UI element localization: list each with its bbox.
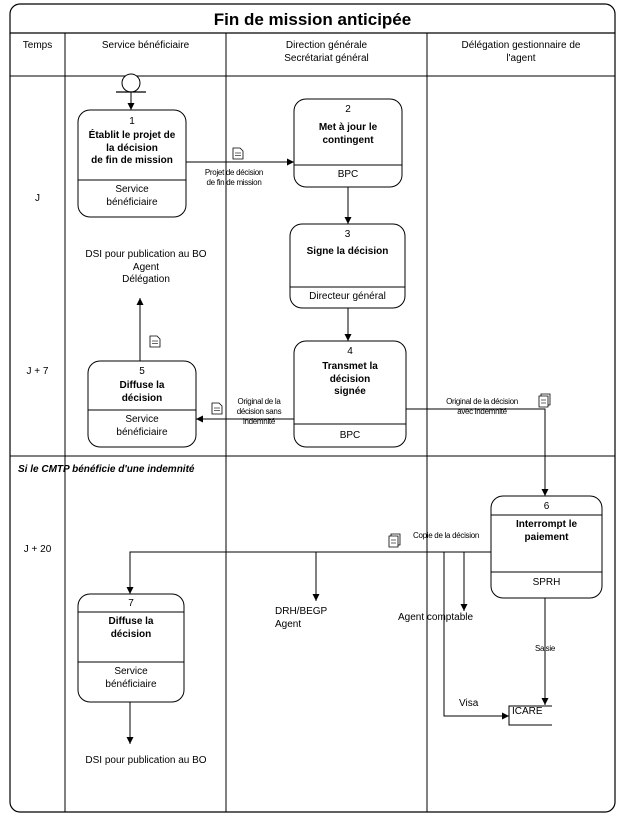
document-stack-icon: [388, 533, 401, 548]
step-5-label: Diffuse la décision: [88, 380, 196, 405]
step-7-line-1: Diffuse la: [108, 616, 154, 627]
column-header-delegation-line-1: Délégation gestionnaire de: [461, 40, 581, 51]
flow-label-projet-line-1: Projet de décision: [204, 168, 264, 177]
recipient-dsi-bo-2: DSI pour publication au BO: [85, 755, 207, 766]
step-1-actor: Service bénéficiaire: [78, 184, 186, 209]
column-header-direction-line-2: Secrétariat général: [284, 52, 369, 64]
step-4-number: 4: [347, 346, 353, 357]
step-5-line-2: décision: [121, 392, 163, 404]
recipient-agent: Agent: [132, 261, 160, 273]
step-7-box: [77, 593, 185, 703]
step-7-actor: Service bénéficiaire: [78, 666, 184, 691]
start-node: [121, 73, 141, 93]
step-5-number: 5: [139, 366, 145, 377]
document-stack-icon: [538, 393, 551, 408]
flow-label-original-avec-line-2: avec indemnité: [457, 407, 507, 416]
arrow-6-to-7: [126, 551, 491, 594]
step-5-actor: Service bénéficiaire: [88, 414, 196, 439]
flow-label-original-sans-line-1: Original de la: [237, 397, 281, 406]
step-1-label: Établit le projet de la décision de fin …: [78, 130, 186, 168]
step-3-actor: Directeur général: [309, 291, 386, 302]
step-4-line-2: décision: [329, 373, 371, 385]
step-7-line-2: décision: [110, 628, 152, 640]
step-1-box: [77, 109, 187, 218]
recipient-delegation: Délégation: [122, 274, 170, 285]
section-label: Si le CMTP bénéficie d'une indemnité: [18, 464, 195, 475]
step-2-label: Met à jour le contingent: [294, 122, 402, 147]
arrow-visa-to-icare: [443, 552, 509, 720]
step-3-label: Signe la décision: [306, 246, 389, 257]
step-1-line-3: de fin de mission: [91, 155, 173, 166]
column-header-temps: Temps: [22, 40, 53, 51]
step-4-actor: BPC: [339, 430, 361, 441]
flow-label-projet: Projet de décision de fin de mission: [196, 168, 272, 188]
flow-label-original-avec: Original de la décision avec indemnité: [430, 397, 534, 417]
step-4-box: [293, 340, 407, 448]
document-icon: [149, 335, 161, 348]
row-label-j20: J + 20: [23, 544, 52, 555]
step-5-line-1: Diffuse la: [119, 380, 165, 391]
recipients-drh: DRH/BEGP Agent: [275, 606, 327, 631]
column-header-direction-line-1: Direction générale: [285, 40, 368, 51]
flow-label-original-sans-line-2: décision sans: [236, 407, 282, 416]
flow-label-copie: Copie de la décision: [412, 531, 480, 540]
document-icon: [232, 147, 244, 160]
step-1-line-2: la décision: [106, 142, 158, 154]
column-header-direction: Direction générale Secrétariat général: [226, 40, 427, 65]
row-label-j: J: [35, 193, 40, 204]
flow-label-original-avec-line-1: Original de la décision: [446, 397, 518, 406]
step-5-actor-line-2: bénéficiaire: [116, 426, 168, 438]
icare-label: ICARE: [512, 706, 543, 717]
recipient-agent-2: Agent: [275, 618, 302, 630]
flow-label-projet-line-2: de fin de mission: [206, 178, 262, 187]
step-4-line-3: signée: [334, 386, 366, 397]
row-label-j7: J + 7: [26, 366, 49, 377]
flow-label-original-sans-line-3: indemnité: [243, 417, 275, 426]
step-7-number: 7: [128, 598, 134, 609]
recipients-step-5: DSI pour publication au BO Agent Délégat…: [68, 249, 224, 287]
step-3-number: 3: [344, 229, 351, 240]
step-1-actor-line-1: Service: [115, 184, 149, 195]
arrow-4-to-6: [406, 408, 549, 496]
step-5-box: [87, 360, 197, 448]
step-6-number: 6: [543, 501, 550, 512]
flow-label-original-sans: Original de la décision sans indemnité: [228, 397, 290, 427]
icare-store: [508, 705, 552, 726]
step-2-line-2: contingent: [322, 134, 374, 146]
step-2-line-1: Met à jour le: [318, 122, 378, 133]
flow-label-saisie: Saisie: [535, 644, 555, 653]
step-6-label: Interrompt le paiement: [491, 519, 602, 544]
step-2-number: 2: [345, 104, 351, 115]
recipient-dsi-bo: DSI pour publication au BO: [85, 249, 207, 260]
step-5-actor-line-1: Service: [125, 414, 159, 425]
flow-label-visa: Visa: [459, 698, 479, 709]
step-7-actor-line-1: Service: [114, 666, 148, 677]
step-7-label: Diffuse la décision: [78, 616, 184, 641]
step-6-line-1: Interrompt le: [515, 519, 578, 530]
step-1-actor-line-2: bénéficiaire: [106, 196, 158, 208]
step-6-line-2: paiement: [524, 531, 569, 543]
recipient-drh-begp: DRH/BEGP: [275, 606, 328, 617]
recipient-agent-comptable: Agent comptable: [398, 612, 474, 623]
step-1-line-1: Établit le projet de: [88, 130, 176, 141]
outer-frame: [9, 3, 616, 813]
column-header-delegation-line-2: l'agent: [506, 52, 536, 64]
step-4-label: Transmet la décision signée: [294, 361, 406, 399]
diagram-title: Fin de mission anticipée: [213, 10, 412, 29]
column-header-service: Service bénéficiaire: [101, 40, 190, 51]
step-2-actor: BPC: [337, 169, 359, 180]
column-header-delegation: Délégation gestionnaire de l'agent: [427, 40, 615, 65]
document-icon: [211, 402, 223, 415]
step-1-number: 1: [129, 116, 135, 127]
step-6-actor: SPRH: [532, 577, 561, 588]
step-4-line-1: Transmet la: [322, 361, 378, 372]
step-7-actor-line-2: bénéficiaire: [105, 678, 157, 690]
